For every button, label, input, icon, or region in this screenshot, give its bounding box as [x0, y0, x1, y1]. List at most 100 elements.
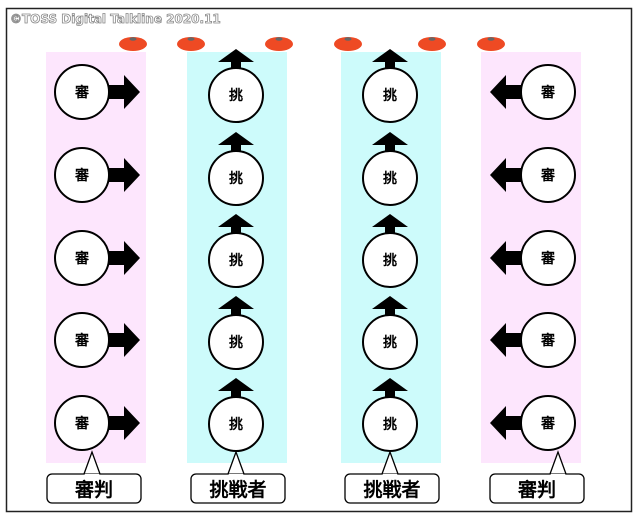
cone-marker-icon — [265, 37, 293, 51]
cone-body — [265, 37, 293, 51]
player-label: 審 — [540, 167, 556, 184]
role-label: 審判 — [489, 450, 585, 504]
cone-top — [344, 37, 352, 41]
callout-pointer — [83, 450, 101, 475]
callout-pointer — [227, 450, 245, 475]
arrow-left-icon — [490, 241, 528, 275]
challenger-player: 挑 — [208, 296, 264, 370]
player-label: 挑 — [383, 252, 397, 269]
cone-top — [187, 37, 195, 41]
player-circle — [54, 312, 110, 368]
player-circle — [520, 312, 576, 368]
cone-top — [275, 37, 283, 41]
challenger-player: 挑 — [362, 49, 418, 123]
player-label: 挑 — [383, 334, 397, 351]
challenger-player: 挑 — [362, 378, 418, 452]
referee-player: 審 — [490, 147, 576, 203]
challenger-player: 挑 — [208, 378, 264, 452]
player-label: 審 — [540, 84, 556, 101]
label-box — [489, 473, 585, 504]
cone-body — [177, 37, 205, 51]
arrow-up-icon — [372, 214, 408, 236]
arrow-left-icon — [490, 158, 528, 192]
referee-player: 審 — [54, 64, 140, 120]
player-label: 挑 — [229, 170, 243, 187]
cone-body — [418, 37, 446, 51]
role-label-text: 審判 — [74, 478, 113, 501]
player-label: 審 — [74, 415, 90, 432]
referee-player: 審 — [54, 395, 140, 451]
cone-marker-icon — [334, 37, 362, 51]
arrow-right-icon — [102, 406, 140, 440]
arrow-left-icon — [490, 323, 528, 357]
cone-top — [428, 37, 436, 41]
referee-player: 審 — [490, 312, 576, 368]
player-label: 挑 — [229, 416, 243, 433]
player-label: 挑 — [229, 252, 243, 269]
player-circle — [520, 395, 576, 451]
role-label-text: 挑戦者 — [209, 478, 266, 501]
cone-top — [487, 37, 495, 41]
player-circle — [208, 232, 264, 288]
player-label: 審 — [540, 332, 556, 349]
player-label: 挑 — [383, 87, 397, 104]
arrow-up-icon — [218, 132, 254, 154]
player-circle — [208, 314, 264, 370]
role-label-text: 挑戦者 — [363, 478, 420, 501]
cone-body — [477, 37, 505, 51]
player-label: 審 — [540, 415, 556, 432]
arrow-right-icon — [102, 241, 140, 275]
cone-marker-icon — [119, 37, 147, 51]
player-circle — [520, 147, 576, 203]
referee-player: 審 — [490, 395, 576, 451]
arrow-left-icon — [490, 75, 528, 109]
cone-marker-icon — [177, 37, 205, 51]
player-circle — [362, 67, 418, 123]
player-label: 挑 — [383, 416, 397, 433]
arrow-up-icon — [372, 49, 408, 71]
cone-marker-icon — [477, 37, 505, 51]
player-circle — [362, 150, 418, 206]
arrow-up-icon — [372, 132, 408, 154]
arrow-right-icon — [102, 75, 140, 109]
referee-player: 審 — [54, 147, 140, 203]
challenger-player: 挑 — [208, 214, 264, 288]
arrow-up-icon — [218, 378, 254, 400]
arrow-left-icon — [490, 406, 528, 440]
player-circle — [208, 67, 264, 123]
player-label: 審 — [74, 250, 90, 267]
player-circle — [54, 395, 110, 451]
arrow-right-icon — [102, 323, 140, 357]
arrow-up-icon — [372, 296, 408, 318]
player-circle — [54, 64, 110, 120]
challenger-player: 挑 — [362, 132, 418, 206]
player-circle — [54, 230, 110, 286]
referee-player: 審 — [54, 230, 140, 286]
callout-pointer — [381, 450, 399, 475]
player-circle — [54, 147, 110, 203]
arrow-up-icon — [218, 49, 254, 71]
challenger-player: 挑 — [362, 296, 418, 370]
arrow-right-icon — [102, 158, 140, 192]
referee-player: 審 — [54, 312, 140, 368]
player-circle — [362, 314, 418, 370]
role-label: 挑戦者 — [190, 450, 286, 504]
player-label: 審 — [540, 250, 556, 267]
challenger-player: 挑 — [208, 132, 264, 206]
cone-body — [119, 37, 147, 51]
referee-player: 審 — [490, 64, 576, 120]
player-circle — [208, 150, 264, 206]
cone-top — [129, 37, 137, 41]
cone-marker-icon — [418, 37, 446, 51]
challenger-player: 挑 — [362, 214, 418, 288]
arrow-up-icon — [372, 378, 408, 400]
player-label: 挑 — [229, 87, 243, 104]
referee-player: 審 — [490, 230, 576, 286]
cone-body — [334, 37, 362, 51]
player-label: 審 — [74, 84, 90, 101]
callout-pointer — [549, 450, 567, 475]
